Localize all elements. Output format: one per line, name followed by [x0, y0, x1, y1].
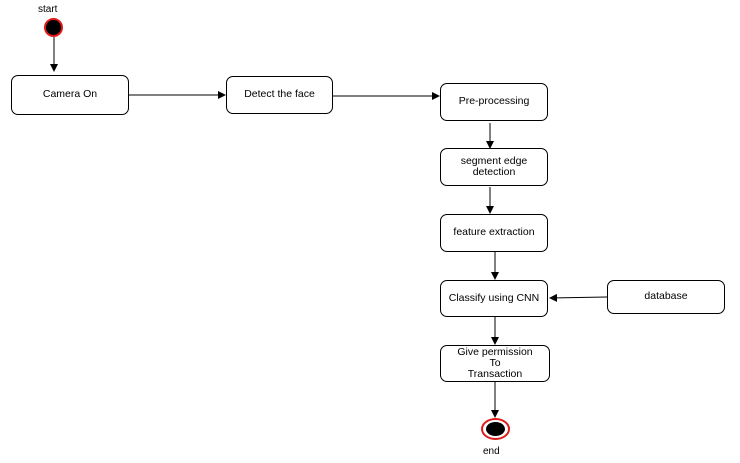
node-classify-cnn: Classify using CNN — [440, 280, 548, 317]
node-feature-extraction: feature extraction — [440, 214, 548, 252]
node-camera-on: Camera On — [11, 75, 129, 115]
edge-database-to-classify — [549, 293, 608, 302]
end-label: end — [483, 446, 500, 457]
node-database: database — [607, 280, 725, 314]
node-give-permission: Give permission To Transaction — [440, 345, 550, 382]
start-node-icon — [44, 18, 63, 37]
node-pre-processing: Pre-processing — [440, 83, 548, 121]
start-label: start — [38, 4, 58, 15]
end-node-icon — [481, 418, 510, 440]
node-segment-edge-detection: segment edge detection — [440, 148, 548, 186]
node-detect-face: Detect the face — [226, 76, 333, 114]
